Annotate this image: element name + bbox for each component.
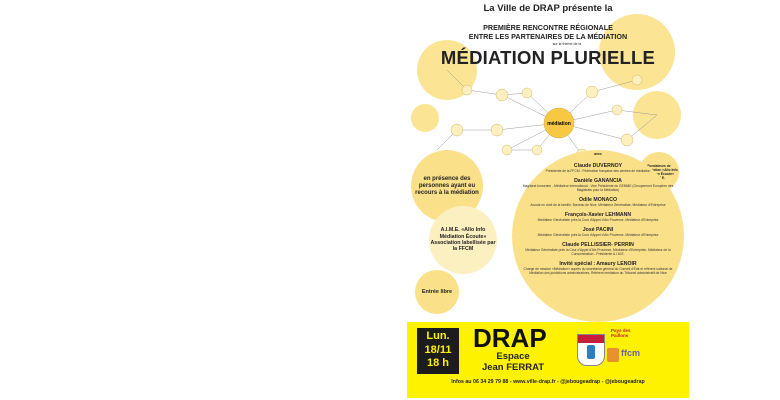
date-date: 18/11: [424, 343, 452, 356]
speakers-bubble: [512, 150, 684, 322]
poster-title: MÉDIATION PLURIELLE: [440, 47, 656, 68]
venue: Espace Jean FERRAT: [481, 351, 545, 373]
speaker-description: Chargé de mission «Médiation» auprès du …: [523, 267, 673, 275]
bubble-aime: A.I.M.E. «Allo Info Médiation Écoute» As…: [429, 206, 497, 274]
speaker-description: Médiateur Généraliste près la Cour d'App…: [525, 248, 671, 256]
speaker-name: Claude PELLISSIER- PERRIN: [562, 242, 634, 248]
speaker-description: Avocat en droit de la famille, Barreau d…: [530, 203, 666, 207]
city-name: DRAP: [473, 323, 547, 353]
network-diagram: médiation: [411, 14, 681, 162]
date-time: 18 h: [426, 357, 449, 369]
heading-line-2: ENTRE LES PARTENAIRES DE LA MÉDIATION: [468, 32, 628, 41]
partner-paillons-logo: Pays des Paillons: [611, 328, 631, 338]
footer-banner: Lun. 18/11 18 h DRAP Espace Jean FERRAT …: [407, 322, 689, 398]
speaker-name: Danièle GANANCIA: [574, 178, 622, 184]
date-box: Lun. 18/11 18 h: [417, 328, 459, 374]
drap-crest-icon: [577, 334, 605, 366]
date-day: Lun.: [426, 330, 450, 342]
speaker-description: Médiateur Généraliste près la Cour d'App…: [537, 218, 659, 222]
bubble-free-entry: Entrée libre: [415, 270, 459, 314]
partner-ffcm-logo: ffcm: [621, 348, 641, 358]
contact-info: Infos au 06 34 29 79 88 - www.ville-drap…: [451, 379, 645, 385]
speaker-name: José PACINI: [582, 227, 614, 233]
center-node-label: médiation: [547, 121, 571, 127]
speaker-description: Médiateur Généraliste près la Cour d'App…: [537, 233, 659, 237]
event-poster: médiation La Ville de DRAP présente la P…: [407, 0, 689, 400]
speaker-name: Invité spécial : Amaury LENOIR: [559, 261, 637, 267]
ffcm-logo-icon: [607, 348, 619, 362]
speaker-description: Présidente de la FFCM - Fédération franç…: [545, 169, 651, 173]
avec-label: avec: [594, 152, 602, 156]
heading-line-1: PREMIÈRE RENCONTRE RÉGIONALE: [483, 23, 613, 32]
speaker-name: Odile MONACO: [578, 197, 618, 203]
speaker-name: François-Xavier LEHMANN: [564, 212, 632, 218]
speaker-description: Magistrat honoraire - Médiateur internat…: [522, 184, 674, 192]
speaker-name: Claude DUVERNOY: [573, 163, 623, 169]
intro-text: La Ville de DRAP présente la: [483, 3, 613, 14]
theme-prefix: sur le thème de la: [552, 42, 582, 46]
